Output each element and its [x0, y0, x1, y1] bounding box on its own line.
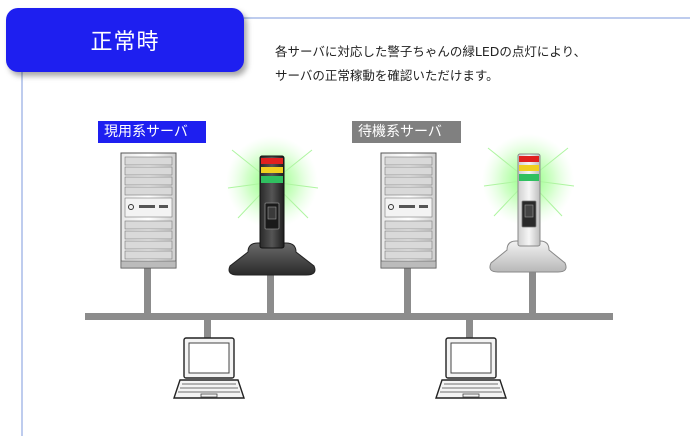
- network-lines: [85, 268, 613, 340]
- laptop-icon: [435, 337, 507, 399]
- section-description: 各サーバに対応した警子ちゃんの緑LEDの点灯により、 サーバの正常稼動を確認いた…: [275, 40, 675, 88]
- signal-tower-light-icon: [482, 134, 575, 273]
- server-rack-icon: [380, 152, 437, 269]
- link-standby-light: [529, 272, 536, 313]
- link-primary-server: [144, 268, 151, 313]
- laptop-icon: [173, 337, 245, 399]
- section-title: 正常時: [90, 30, 160, 55]
- description-line-1: 各サーバに対応した警子ちゃんの緑LEDの点灯により、: [275, 44, 587, 59]
- network-bus: [85, 313, 613, 320]
- signal-tower-light-icon: [226, 136, 319, 276]
- description-line-2: サーバの正常稼動を確認いただけます。: [275, 68, 499, 83]
- link-laptop-right: [466, 320, 473, 340]
- link-laptop-left: [204, 320, 211, 340]
- link-primary-light: [267, 275, 274, 313]
- server-rack-icon: [120, 152, 177, 269]
- standby-server-label: 待機系サーバ: [352, 121, 461, 143]
- section-title-tab: 正常時: [6, 8, 244, 72]
- link-standby-server: [404, 268, 411, 313]
- primary-server-label: 現用系サーバ: [98, 121, 206, 143]
